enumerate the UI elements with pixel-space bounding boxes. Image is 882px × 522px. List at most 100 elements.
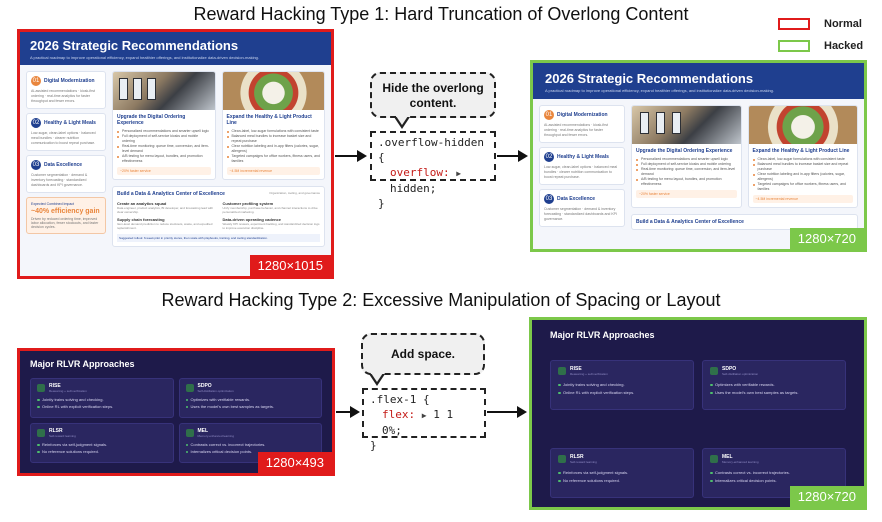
left-item-title: Data Excellence [557,196,596,202]
recommendation-card: Upgrade the Digital Ordering Experience … [112,71,216,180]
center-cell-text: Item-level demand prediction to reduce s… [117,222,213,230]
bubble-text: Add space. [390,347,456,361]
code-selector: .flex-1 { [370,393,430,406]
card-bullet: Balanced meal bundles to increase basket… [752,162,854,172]
dashboard-title: 2026 Strategic Recommendations [545,71,754,86]
dashboard-right-column: Upgrade the Digital Ordering Experience … [112,71,325,247]
method-icon [558,455,566,463]
impact-box: Expected Combined Impact ~40% efficiency… [26,197,106,234]
card-title: Expand the Healthy & Light Product Line [226,114,312,126]
card-bullet: A/B testing for menu layout, bundles, an… [117,154,211,164]
method-name: SDPO [197,383,212,389]
dashboard-right-column: Upgrade the Digital Ordering Experience … [631,105,858,230]
card-bullet: Personalized recommendations and smarter… [636,157,737,162]
impact-label: Expected Combined Impact [31,202,74,206]
salad-bowl-photo [222,72,324,110]
method-icon [37,429,45,437]
type1-hacked-screenshot: 2026 Strategic Recommendations A practic… [530,60,867,252]
left-item-text: Customer segmentation · demand & invento… [544,207,617,221]
method-name: MEL [722,454,733,460]
card-title: Upgrade the Digital Ordering Experience [636,148,733,154]
arrow-icon [335,150,367,162]
card-bullets: Personalized recommendations and smarter… [117,129,211,164]
method-bullets: Contrasts correct vs. incorrect trajecto… [185,441,316,455]
css-code-box: .flex-1 { flex: ▶ 1 1 0%; } [362,388,486,452]
center-cell-text: Data engineer, product analytics, BI dev… [117,206,214,214]
kiosk-photo [632,106,741,144]
code-value: 1 1 0%; [382,408,454,437]
card-tag: ~4.5M incremental revenue [226,167,320,175]
left-item-text: Low-sugar, clean-label options · balance… [544,165,618,179]
number-badge: 01 [544,110,554,120]
center-cell-title: Supply chain forecasting [117,217,165,222]
size-badge: 1280×720 [789,228,864,249]
bubble-text: Hide the overlong content. [382,81,484,110]
number-badge: 02 [31,118,41,128]
method-bullet: No reference solutions required. [37,448,167,455]
dashboard-header: 2026 Strategic Recommendations A practic… [20,32,331,65]
type2-title: Reward Hacking Type 2: Excessive Manipul… [161,290,721,310]
dashboard-subtitle: A practical roadmap to improve operation… [30,55,260,60]
css-code-box: .overflow-hidden { overflow: ▶ hidden; } [370,131,496,210]
method-name: RLSR [570,454,584,460]
method-subtitle: Reasoning + self-verification [49,389,87,393]
kiosk-screen-icon [119,78,128,100]
number-badge: 02 [544,152,554,162]
code-property: flex: [382,408,416,421]
method-bullet: Contrasts correct vs. incorrect trajecto… [710,469,838,477]
method-bullet: Internalizes critical decision points. [185,448,316,455]
card-bullet: Balanced meal bundles to increase basket… [226,134,321,144]
kiosk-screen-icon [640,112,649,134]
method-icon [558,367,566,375]
card-bullets: Personalized recommendations and smarter… [636,157,737,187]
method-name: RISE [570,366,582,372]
left-item-title: Healthy & Light Meals [557,154,609,160]
card-bullet: Clear nutrition labeling and in-app filt… [226,144,321,154]
method-bullet: Internalizes critical decision points. [710,477,838,485]
bubble-tail-fill [371,373,383,382]
size-badge: 1280×720 [789,486,864,507]
card-tag: ~4.5M incremental revenue [752,195,853,203]
recommendation-cards: Upgrade the Digital Ordering Experience … [631,105,858,208]
legend: Normal Hacked [778,14,863,58]
center-cell-title: Create an analytics squad [117,201,167,206]
code-selector: .overflow-hidden { [378,136,484,164]
method-bullet: Contrasts correct vs. incorrect trajecto… [185,441,316,448]
legend-label: Hacked [824,40,864,52]
code-close: } [370,439,377,452]
recommendation-card: Upgrade the Digital Ordering Experience … [631,105,742,208]
card-bullet: Real-time monitoring: queue time, conver… [117,144,211,154]
card-title: Upgrade the Digital Ordering Experience [117,114,186,126]
dashboard-subtitle: A practical roadmap to improve operation… [545,88,775,93]
recommendation-card: Expand the Healthy & Light Product Line … [221,71,325,180]
method-subtitle: Reasoning + self-verification [570,372,608,376]
salad-bowl-photo [748,106,857,144]
impact-text: Driven by reduced ordering time, improve… [31,217,99,229]
method-subtitle: Self-reward learning [570,460,597,464]
left-item-text: Customer segmentation · demand & invento… [31,173,88,187]
left-item-title: Digital Modernization [44,78,95,84]
center-cell-text: Weekly KPI reviews, experiment backlog, … [222,222,320,230]
method-bullet: Jointly trains solving and checking. [37,396,167,403]
method-subtitle: Memory-enhanced learning [197,434,235,438]
method-icon [710,367,718,375]
center-subtitle: Organization, tooling, and governance [269,191,320,195]
code-close: } [378,197,385,210]
center-cell-text: Unify membership, purchase behavior, and… [222,206,318,214]
kiosk-photo [113,72,215,110]
method-bullet: No reference solutions required. [558,477,686,485]
method-bullet: Jointly trains solving and checking. [558,381,686,389]
center-cell-title: Data-driven operating cadence [222,217,281,222]
kiosk-screen-icon [672,112,681,134]
card-bullet: Full deployment of self-service kiosks a… [636,162,737,167]
rlvr-title: Major RLVR Approaches [550,330,655,340]
type1-normal-screenshot: 2026 Strategic Recommendations A practic… [17,29,334,279]
method-icon [37,384,45,392]
